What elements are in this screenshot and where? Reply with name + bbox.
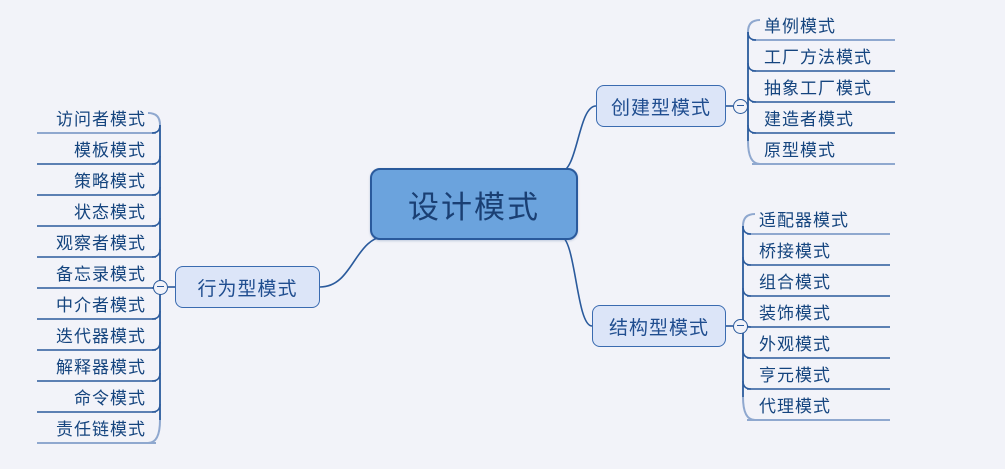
leaf-node-label: 装饰模式	[759, 304, 831, 323]
leaf-node[interactable]: 组合模式	[745, 265, 890, 296]
branch-node-creational[interactable]: 创建型模式	[596, 85, 726, 127]
leaf-node-label: 责任链模式	[56, 420, 146, 439]
leaf-node-label: 迭代器模式	[56, 327, 146, 346]
leaf-node-label: 解释器模式	[56, 358, 146, 377]
leaf-node[interactable]: 策略模式	[37, 164, 158, 195]
leaf-node-label: 状态模式	[74, 203, 146, 222]
leaf-node[interactable]: 代理模式	[745, 389, 890, 420]
leaf-node-label: 亨元模式	[759, 366, 831, 385]
leaf-node-label: 原型模式	[764, 141, 836, 160]
leaf-node-label: 抽象工厂模式	[764, 79, 872, 98]
root-node-label: 设计模式	[408, 189, 540, 225]
leaf-node[interactable]: 建造者模式	[750, 102, 895, 133]
collapse-toggle-behavioral[interactable]	[153, 279, 168, 295]
leaf-node[interactable]: 解释器模式	[37, 350, 158, 381]
leaf-node[interactable]: 备忘录模式	[37, 257, 158, 288]
collapse-toggle-creational[interactable]	[733, 98, 748, 114]
leaf-node[interactable]: 抽象工厂模式	[750, 71, 895, 102]
leaf-node[interactable]: 模板模式	[37, 133, 158, 164]
leaf-node-label: 观察者模式	[56, 234, 146, 253]
leaf-node-label: 工厂方法模式	[764, 48, 872, 67]
branch-node-structural[interactable]: 结构型模式	[592, 305, 726, 347]
leaf-node-label: 桥接模式	[759, 242, 831, 261]
leaf-node[interactable]: 中介者模式	[37, 288, 158, 319]
connector-root-to-structural	[559, 235, 593, 327]
leaf-node[interactable]: 观察者模式	[37, 226, 158, 257]
leaf-node[interactable]: 原型模式	[750, 133, 895, 164]
branch-node-behavioral[interactable]: 行为型模式	[175, 266, 320, 308]
leaf-node-label: 组合模式	[759, 273, 831, 292]
leaf-node[interactable]: 适配器模式	[745, 203, 890, 234]
leaf-node[interactable]: 迭代器模式	[37, 319, 158, 350]
leaf-node-label: 策略模式	[74, 172, 146, 191]
leaf-node-label: 访问者模式	[56, 110, 146, 129]
leaf-node-label: 外观模式	[759, 335, 831, 354]
branch-node-label: 行为型模式	[197, 278, 298, 300]
leaf-node[interactable]: 外观模式	[745, 327, 890, 358]
leaf-node-label: 建造者模式	[764, 110, 854, 129]
root-node[interactable]: 设计模式	[370, 168, 578, 240]
leaf-node-label: 命令模式	[74, 389, 146, 408]
leaf-node-label: 单例模式	[764, 17, 836, 36]
connector-root-to-creational	[559, 105, 597, 173]
leaf-node[interactable]: 状态模式	[37, 195, 158, 226]
leaf-node[interactable]: 桥接模式	[745, 234, 890, 265]
leaf-node-label: 代理模式	[759, 397, 831, 416]
branch-node-label: 创建型模式	[610, 97, 711, 119]
leaf-node[interactable]: 访问者模式	[37, 102, 158, 133]
leaf-node[interactable]: 工厂方法模式	[750, 40, 895, 71]
leaf-node[interactable]: 装饰模式	[745, 296, 890, 327]
leaf-node[interactable]: 责任链模式	[37, 412, 158, 443]
leaf-node[interactable]: 单例模式	[750, 9, 895, 40]
leaf-node[interactable]: 亨元模式	[745, 358, 890, 389]
leaf-node[interactable]: 命令模式	[37, 381, 158, 412]
collapse-toggle-structural[interactable]	[733, 318, 748, 334]
branch-node-label: 结构型模式	[608, 317, 709, 339]
leaf-node-label: 中介者模式	[56, 296, 146, 315]
leaf-node-label: 适配器模式	[759, 211, 849, 230]
leaf-node-label: 备忘录模式	[56, 265, 146, 284]
connector-root-to-behavioral	[319, 235, 389, 288]
leaf-node-label: 模板模式	[74, 141, 146, 160]
